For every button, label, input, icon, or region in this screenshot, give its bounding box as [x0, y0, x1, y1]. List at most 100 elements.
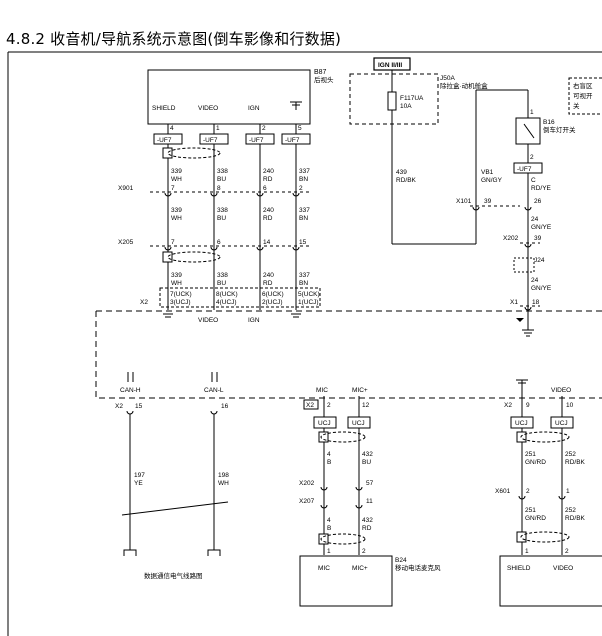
switch-p26: 26 [534, 198, 542, 205]
fuse-w2: VB1 [481, 169, 494, 176]
x101-label: X101 [456, 198, 472, 205]
switch-contact-icon [523, 123, 535, 139]
note-line-1: 右盲区 [573, 81, 593, 90]
can-h-end-icon [123, 549, 137, 556]
mic-bpin-1: 1 [327, 548, 331, 555]
mic-c1-2: BU [362, 459, 371, 466]
camera-c2-video: BU [217, 215, 226, 222]
camera-c3-shield: WH [171, 280, 182, 287]
mic-bpin-2: 2 [362, 548, 366, 555]
switch-c-color: RD/YE [531, 185, 552, 192]
camera-module-box [147, 69, 311, 125]
video-label-2: VIDEO [551, 387, 571, 394]
camera-x2b-shield: 3(UCJ) [170, 299, 191, 306]
switch-pin2: 2 [530, 154, 534, 161]
fuse-ref: F117UA [400, 95, 424, 102]
camera-c2-gnd: BN [299, 215, 308, 222]
camera-pin-label-ign: IGN [248, 105, 260, 112]
mic-x207: X207 [299, 498, 315, 505]
camera-x901-label: X901 [118, 185, 134, 192]
camera-w3-gnd: 337 [299, 272, 310, 279]
switch-x202: X202 [503, 235, 519, 242]
can-l-wire-num: 198 [218, 472, 229, 479]
can-caption: 数据通信电气线路图 [144, 571, 203, 580]
camera-x901-gnd: 2 [299, 185, 303, 192]
camera-wires [167, 124, 297, 310]
switch-x1: X1 [510, 299, 518, 306]
camera-c3-video: BU [217, 280, 226, 287]
mic-x202-pin: 57 [366, 480, 374, 487]
x101-terminal [472, 206, 480, 211]
camera-x901-video: 8 [217, 185, 221, 192]
camera-w1-gnd: 337 [299, 168, 310, 175]
video-conn-2: UCJ [555, 420, 568, 427]
camera-x901-shield: 7 [171, 185, 175, 192]
x101-pin: 39 [484, 198, 492, 205]
mic-w2-2: 432 [362, 517, 373, 524]
camera-pin-num-video: 1 [216, 125, 220, 132]
camera-pin-num-shield: 4 [170, 125, 174, 132]
camera-x205-terminals [164, 246, 300, 251]
video-c2-2: RD/BK [565, 515, 586, 522]
camera-w1-ign: 240 [263, 168, 274, 175]
mic-ellipse-top [320, 431, 366, 443]
mic-pin-1: 2 [327, 402, 331, 409]
video-w1-1: 251 [525, 451, 536, 458]
switch-j24-box [513, 257, 535, 273]
video-x601-pin-2: 1 [566, 488, 570, 495]
video-conn-box-1 [510, 416, 534, 429]
camera-c1-shield: WH [171, 176, 182, 183]
video-box-label-1: SHIELD [507, 565, 531, 572]
camera-x205-shield: 7 [171, 239, 175, 246]
camera-c1-gnd: BN [299, 176, 308, 183]
mic-ref: B24 [395, 557, 407, 564]
mic-x2-box [303, 399, 319, 410]
camera-x901-ign: 6 [263, 185, 267, 192]
switch-x202-terminal [524, 243, 532, 248]
mic-c2-1: B [327, 525, 331, 532]
switch-c: C [531, 177, 536, 184]
camera-pin-label-shield: SHIELD [152, 105, 176, 112]
fuse-section: IGN II/III J50A 除拉盒·动机舱盒 F117UA 10A 439 … [349, 57, 528, 245]
mic-label-2: MIC+ [352, 387, 368, 394]
camera-x205-gnd: 15 [299, 239, 307, 246]
video-x601: X601 [495, 488, 511, 495]
page-title: 4.8.2 收音机/导航系统示意图(倒车影像和​行数据) [6, 30, 342, 48]
camera-c3-gnd: BN [299, 280, 308, 287]
camera-bottom-video: VIDEO [198, 317, 218, 324]
video-bpin-2: 2 [565, 548, 569, 555]
camera-shield-ellipse-bottom [167, 251, 221, 263]
mic-x207-pin: 11 [366, 498, 373, 505]
ign-label: IGN II/III [378, 62, 402, 69]
mic-box-label-2: MIC+ [352, 565, 368, 572]
switch-arrow-icon [516, 318, 524, 322]
switch-c24: GN/YE [531, 224, 552, 231]
fuse-c2: GN/GY [481, 177, 503, 184]
video-c1-1: GN/RD [525, 459, 546, 466]
note-line-2: 可视开 [573, 91, 593, 100]
video-conn-box-2 [550, 416, 574, 429]
camera-x2b-gnd: 1(UCJ) [298, 299, 319, 306]
fuse-w1: 439 [396, 169, 407, 176]
can-x2: X2 [115, 403, 123, 410]
mic-conn-2: UCJ [352, 420, 365, 427]
mic-x207-terminals [320, 504, 363, 509]
mic-pin-2: 12 [362, 402, 370, 409]
can-h-wire-num: 197 [134, 472, 145, 479]
video-c1-2: RD/BK [565, 459, 586, 466]
mic-section: MIC MIC+ X2 2 12 UCJ UCJ 4 B 432 BU X202… [299, 387, 441, 607]
can-twist-line [121, 501, 229, 516]
mic-splice-bottom [318, 533, 329, 545]
camera-x2-label: X2 [140, 299, 148, 306]
camera-x205-label: X205 [118, 239, 134, 246]
fuse-box [349, 73, 439, 125]
camera-connectors [153, 133, 311, 145]
camera-x2b-ign: 2(UCJ) [262, 299, 283, 306]
camera-x901-terminals [164, 192, 300, 197]
can-h-pin: 15 [135, 403, 143, 410]
camera-x2a-video: 8(UCK) [216, 291, 238, 298]
camera-w3-ign: 240 [263, 272, 274, 279]
video-w2-2: 252 [565, 507, 576, 514]
can-h-color: YE [134, 480, 143, 487]
